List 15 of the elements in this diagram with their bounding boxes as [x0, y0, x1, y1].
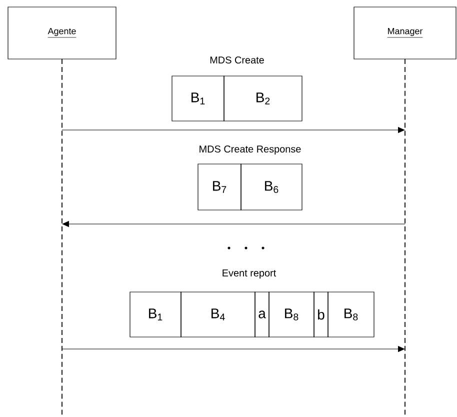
message-label: MDS Create [210, 56, 264, 64]
message-label: Event report [222, 270, 276, 278]
field-cell: B$_{6}$ [240, 164, 302, 210]
field-cell: b [314, 292, 328, 338]
field-cell: B$_{8}$ [328, 292, 374, 338]
actor-box: Agente [8, 6, 116, 60]
field-cell: B$_{8}$ [268, 292, 314, 338]
field-cell: B$_{1}$ [172, 76, 224, 122]
field-cell: B$_{2}$ [224, 76, 302, 122]
actor-box: Manager [354, 6, 456, 60]
field-cell: B$_{7}$ [198, 164, 242, 210]
message-label: MDS Create Response [200, 146, 301, 154]
field-cell: a [254, 292, 270, 338]
field-cell: B$_{4}$ [180, 292, 256, 338]
field-cell: B$_{1}$ [130, 292, 182, 338]
